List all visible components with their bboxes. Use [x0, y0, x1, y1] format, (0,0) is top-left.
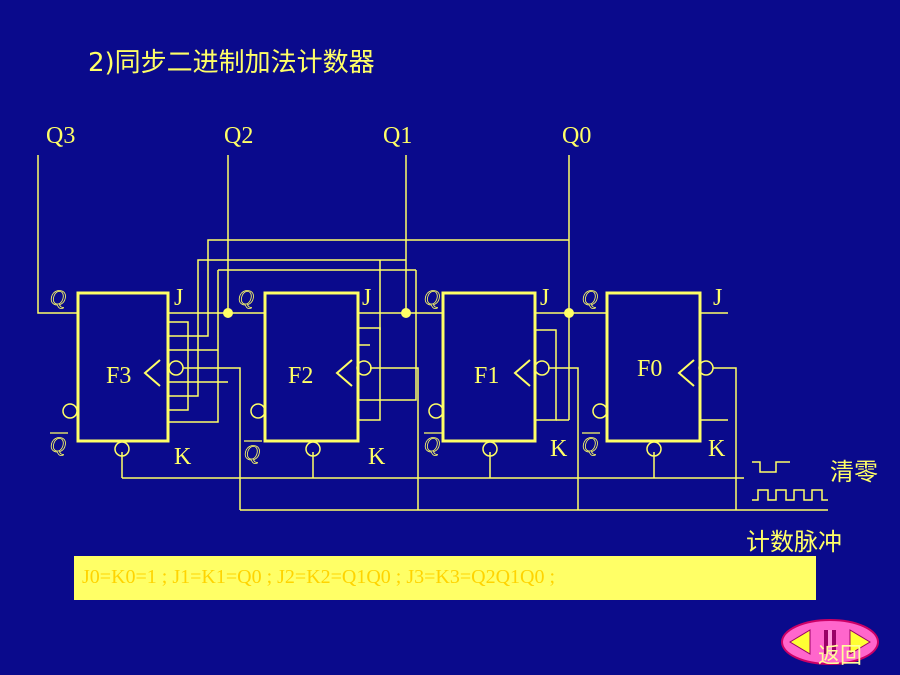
clear-waveform — [752, 461, 790, 473]
clock-bubble-f2 — [356, 360, 372, 376]
edge-marker-f1 — [513, 359, 531, 387]
output-label-q0: Q0 — [562, 123, 591, 149]
arrow-right-icon — [849, 629, 871, 655]
wire-f0-clock — [713, 367, 737, 510]
set-bubble-f0 — [592, 403, 608, 419]
slide-title: 2)同步二进制加法计数器 — [88, 48, 375, 78]
signal-label-clear: 清零 — [830, 458, 878, 486]
clock-bubble-f0 — [698, 360, 714, 376]
wire-f3-q0-feed — [168, 239, 569, 337]
set-bubble-f3 — [62, 403, 78, 419]
pin-label-f3-j: J — [174, 285, 183, 311]
pin-label-f0-qbar: Q — [582, 432, 598, 457]
pin-label-f0-j: J — [713, 285, 722, 311]
set-bubble-f2 — [250, 403, 266, 419]
flipflop-f2-name: F2 — [288, 363, 313, 389]
wire-q3-output — [37, 155, 78, 314]
wire-f3-clock — [183, 367, 241, 510]
flipflop-f3-box — [76, 291, 170, 443]
wire-f1-j-k — [535, 329, 557, 421]
pin-label-f0-k: K — [708, 436, 726, 462]
junction-dot — [564, 308, 574, 318]
clear-bubble-f0 — [646, 441, 662, 457]
pin-label-f1-k: K — [550, 436, 568, 462]
pin-label-f0-q: Q — [582, 285, 598, 310]
wire-f2-clock — [370, 367, 419, 510]
output-label-q3: Q3 — [46, 123, 75, 149]
pin-label-f1-j: J — [540, 285, 549, 311]
clear-bubble-f1 — [482, 441, 498, 457]
pin-label-f3-qbar: Q — [50, 432, 66, 457]
back-label[interactable]: 返回 — [818, 644, 863, 669]
pin-label-f3-q: Q — [50, 285, 66, 310]
back-button-shape — [781, 619, 879, 665]
edge-marker-f0 — [677, 359, 695, 387]
junction-dot — [223, 308, 233, 318]
flipflop-f0-name: F0 — [637, 356, 662, 382]
pin-label-f1-q: Q — [424, 285, 440, 310]
pin-label-f2-qbar: Q — [244, 440, 260, 465]
clock-bubble-f3 — [168, 360, 184, 376]
flipflop-f0-box — [605, 291, 702, 443]
back-button[interactable] — [780, 618, 880, 670]
flipflop-f2-box — [263, 291, 360, 443]
wire-f1-clock — [548, 367, 579, 510]
pin-label-f3-k: K — [174, 444, 192, 470]
junction-dot — [401, 308, 411, 318]
formula-text: J0=K0=1 ; J1=K1=Q0 ; J2=K2=Q1Q0 ; J3=K3=… — [82, 566, 556, 588]
wire-f3-and-j — [168, 321, 189, 411]
set-bubble-f1 — [428, 403, 444, 419]
clock-bubble-f1 — [534, 360, 550, 376]
formula-box: J0=K0=1 ; J1=K1=Q0 ; J2=K2=Q1Q0 ; J3=K3=… — [74, 556, 816, 600]
pin-label-f2-k: K — [368, 444, 386, 470]
output-label-q2: Q2 — [224, 123, 253, 149]
wire-f2-and-j — [358, 327, 381, 421]
flipflop-f3-name: F3 — [106, 363, 131, 389]
pin-label-f2-q: Q — [238, 285, 254, 310]
edge-marker-f3 — [143, 359, 161, 387]
edge-marker-f2 — [335, 359, 353, 387]
flipflop-f1-name: F1 — [474, 363, 499, 389]
pin-label-f2-j: J — [362, 285, 371, 311]
wiring — [37, 155, 828, 511]
arrow-left-icon — [789, 629, 811, 655]
signal-label-clock: 计数脉冲 — [746, 528, 842, 556]
output-label-q1: Q1 — [383, 123, 412, 149]
pin-label-f1-qbar: Q — [424, 432, 440, 457]
wire-f3-q1-feed — [168, 259, 406, 397]
clock-waveform — [752, 489, 828, 501]
clear-bubble-f3 — [114, 441, 130, 457]
clear-bubble-f2 — [305, 441, 321, 457]
